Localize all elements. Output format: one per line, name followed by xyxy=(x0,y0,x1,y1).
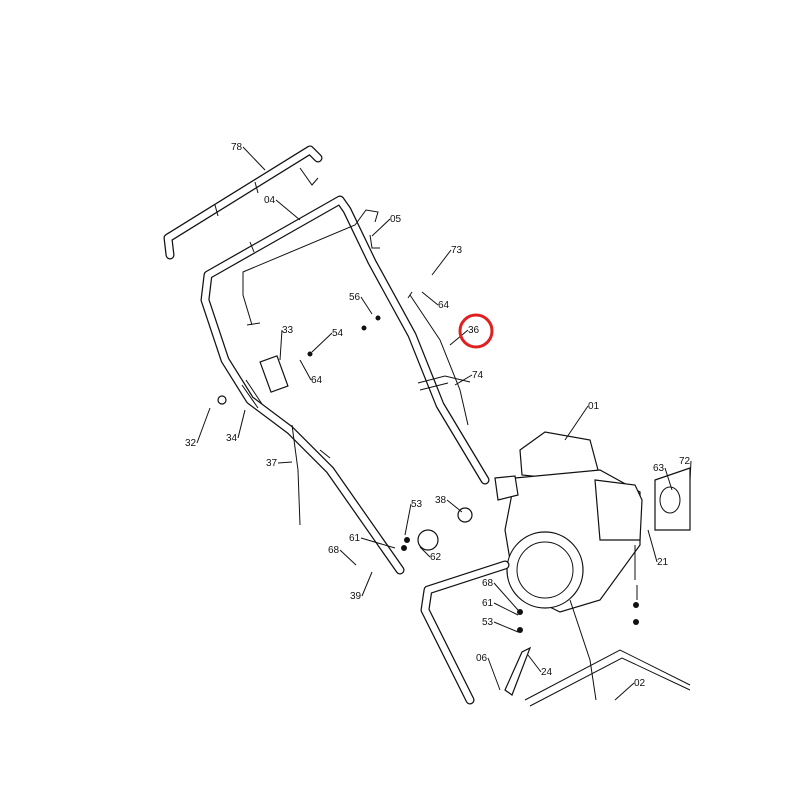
leader-line xyxy=(449,329,469,346)
leader-line xyxy=(371,218,391,237)
part-label-02: 02 xyxy=(634,678,646,689)
part-label-64: 64 xyxy=(311,375,323,386)
part-label-68: 68 xyxy=(328,545,340,556)
part-label-05: 05 xyxy=(390,214,402,225)
leader-line xyxy=(311,332,333,353)
part-label-33: 33 xyxy=(282,325,294,336)
part-throttle xyxy=(259,355,289,393)
leader-line xyxy=(361,571,373,597)
leader-line xyxy=(360,537,396,549)
part-label-62: 62 xyxy=(430,552,442,563)
leader-line xyxy=(360,296,373,315)
highlight-circle xyxy=(458,313,494,349)
part-label-39: 39 xyxy=(350,591,362,602)
part-muffler xyxy=(654,467,691,531)
leader-line xyxy=(431,249,452,276)
part-label-61: 61 xyxy=(349,533,361,544)
part-cable-37 xyxy=(291,424,301,526)
part-label-68: 68 xyxy=(482,578,494,589)
part-label-53: 53 xyxy=(482,617,494,628)
part-wheel-62 xyxy=(417,529,439,551)
part-label-53: 53 xyxy=(411,499,423,510)
part-bail xyxy=(242,209,379,326)
part-lower-handle xyxy=(420,560,597,705)
leader-line xyxy=(279,329,283,361)
leader-line xyxy=(614,682,635,701)
leader-line xyxy=(277,461,293,464)
part-label-36: 36 xyxy=(468,325,480,336)
leader-line xyxy=(237,409,246,439)
leader-line xyxy=(689,460,692,481)
part-label-64: 64 xyxy=(438,300,450,311)
part-grip xyxy=(163,145,323,260)
part-label-04: 04 xyxy=(264,195,276,206)
part-cable xyxy=(407,291,469,426)
leader-line xyxy=(242,146,266,171)
part-label-73: 73 xyxy=(451,245,463,256)
leader-line xyxy=(419,546,431,558)
leader-line xyxy=(275,199,301,221)
leader-line xyxy=(493,582,519,611)
part-label-54: 54 xyxy=(332,328,344,339)
part-deck xyxy=(524,649,691,707)
part-label-01: 01 xyxy=(588,401,600,412)
part-upper-handle xyxy=(200,195,490,575)
part-label-06: 06 xyxy=(476,653,488,664)
part-label-38: 38 xyxy=(435,495,447,506)
leader-line xyxy=(446,499,463,513)
leader-line xyxy=(299,359,312,381)
part-engine xyxy=(494,431,643,613)
part-label-37: 37 xyxy=(266,458,278,469)
leader-line xyxy=(421,291,439,306)
leader-line xyxy=(404,503,412,536)
leader-line xyxy=(664,467,673,491)
part-label-21: 21 xyxy=(657,557,669,568)
part-label-63: 63 xyxy=(653,463,665,474)
part-label-24: 24 xyxy=(541,667,553,678)
leader-line xyxy=(196,407,211,444)
part-label-74: 74 xyxy=(472,370,484,381)
part-label-72: 72 xyxy=(679,456,691,467)
leader-line xyxy=(493,602,519,616)
part-label-34: 34 xyxy=(226,433,238,444)
leader-line xyxy=(487,657,501,691)
leader-line xyxy=(647,529,658,563)
part-label-78: 78 xyxy=(231,142,243,153)
part-label-61: 61 xyxy=(482,598,494,609)
leader-line xyxy=(339,549,357,566)
part-label-56: 56 xyxy=(349,292,361,303)
part-label-32: 32 xyxy=(185,438,197,449)
leader-line xyxy=(527,654,542,673)
leader-line xyxy=(454,374,473,386)
leader-line xyxy=(564,405,589,441)
leader-line xyxy=(493,621,519,633)
